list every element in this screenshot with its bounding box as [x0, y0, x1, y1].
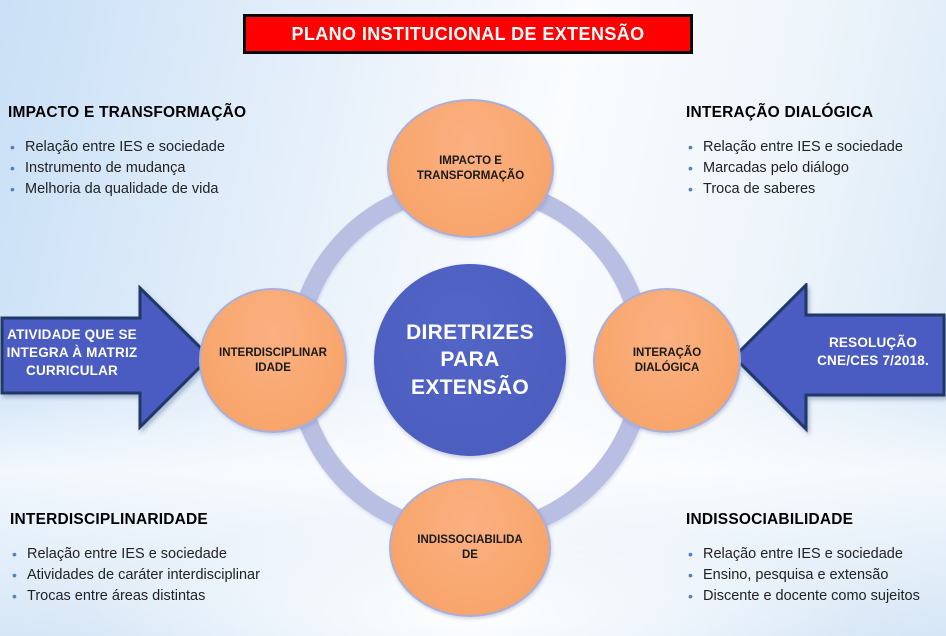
circle-label-line: DIALÓGICA [634, 361, 700, 374]
circle-label-line: INTERDISCIPLINAR [219, 346, 327, 359]
bullet-list: Relação entre IES e sociedade Instrument… [8, 139, 246, 198]
panel-heading: INTERAÇÃO DIALÓGICA [686, 104, 874, 121]
circle-interacao-dialogica: INTERAÇÃO DIALÓGICA [593, 288, 741, 433]
circle-label-line: INDISSOCIABILIDA [417, 533, 523, 546]
panel-heading: INTERDISCIPLINARIDADE [10, 511, 208, 528]
circle-label-line: IMPACTO E [439, 154, 502, 167]
center-circle-label: DIRETRIZES PARA EXTENSÃO [406, 319, 534, 401]
bullet-item: Relação entre IES e sociedade [686, 546, 920, 563]
left-arrow-line: INTEGRA À MATRIZ [6, 344, 138, 360]
circle-label-line: IDADE [255, 361, 291, 374]
panel-interdisciplinaridade: INTERDISCIPLINARIDADE Relação entre IES … [10, 511, 260, 609]
bullet-item: Relação entre IES e sociedade [10, 546, 260, 563]
right-arrow-line: RESOLUÇÃO [828, 335, 918, 350]
bullet-list: Relação entre IES e sociedade Atividades… [10, 546, 260, 605]
panel-indissociabilidade: INDISSOCIABILIDADE Relação entre IES e s… [686, 511, 920, 609]
panel-impacto-transformacao: IMPACTO E TRANSFORMAÇÃO Relação entre IE… [8, 104, 246, 202]
panel-heading: INDISSOCIABILIDADE [686, 511, 854, 528]
circle-label: INDISSOCIABILIDA DE [417, 533, 522, 563]
center-label-line: DIRETRIZES [406, 321, 534, 345]
left-arrow-line: CURRICULAR [26, 362, 118, 378]
panel-interacao-dialogica: INTERAÇÃO DIALÓGICA Relação entre IES e … [686, 104, 903, 202]
title-banner: PLANO INSTITUCIONAL DE EXTENSÃO [243, 14, 693, 54]
panel-heading: IMPACTO E TRANSFORMAÇÃO [8, 104, 247, 121]
circle-impacto-transformacao: IMPACTO E TRANSFORMAÇÃO [387, 99, 554, 238]
bullet-item: Instrumento de mudança [8, 160, 246, 177]
left-arrow-label: ATIVIDADE QUE SE INTEGRA À MATRIZ CURRIC… [4, 326, 140, 379]
circle-label: IMPACTO E TRANSFORMAÇÃO [417, 154, 524, 184]
bullet-item: Melhoria da qualidade de vida [8, 181, 246, 198]
circle-indissociabilidade: INDISSOCIABILIDA DE [389, 478, 551, 617]
bullet-item: Marcadas pelo diálogo [686, 160, 903, 177]
circle-label: INTERAÇÃO DIALÓGICA [633, 346, 701, 376]
circle-diretrizes-extensao: DIRETRIZES PARA EXTENSÃO [374, 264, 566, 456]
circle-interdisciplinaridade: INTERDISCIPLINAR IDADE [199, 288, 347, 433]
left-arrow-line: ATIVIDADE QUE SE [7, 327, 137, 342]
bullet-list: Relação entre IES e sociedade Ensino, pe… [686, 546, 920, 605]
bullet-list: Relação entre IES e sociedade Marcadas p… [686, 139, 903, 198]
left-arrow-shape [0, 284, 212, 431]
center-label-line: PARA [440, 348, 500, 372]
bullet-item: Relação entre IES e sociedade [686, 139, 903, 156]
bullet-item: Atividades de caráter interdisciplinar [10, 567, 260, 584]
bullet-item: Relação entre IES e sociedade [8, 139, 246, 156]
right-arrow-line: CNE/CES 7/2018. [817, 352, 929, 368]
circle-label-line: TRANSFORMAÇÃO [416, 169, 525, 182]
bullet-item: Discente e docente como sujeitos [686, 588, 920, 605]
circle-label-line: DE [462, 548, 478, 561]
center-label-line: EXTENSÃO [411, 375, 529, 399]
right-arrow-shape [732, 283, 946, 433]
bullet-item: Troca de saberes [686, 181, 903, 198]
right-arrow-label: RESOLUÇÃO CNE/CES 7/2018. [802, 334, 944, 370]
circle-label: INTERDISCIPLINAR IDADE [219, 346, 327, 376]
page-title: PLANO INSTITUCIONAL DE EXTENSÃO [291, 23, 645, 44]
bullet-item: Ensino, pesquisa e extensão [686, 567, 920, 584]
bullet-item: Trocas entre áreas distintas [10, 588, 260, 605]
circle-label-line: INTERAÇÃO [632, 346, 702, 359]
